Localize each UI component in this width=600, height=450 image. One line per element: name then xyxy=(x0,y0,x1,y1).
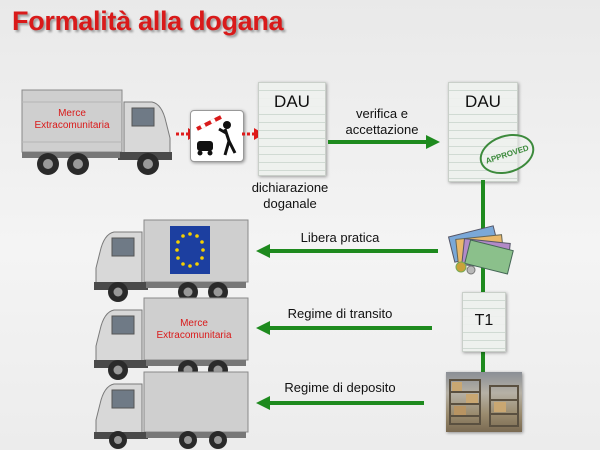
document-dau-title: DAU xyxy=(259,91,325,113)
truck-eu-free-circulation xyxy=(94,219,249,302)
declaration-label-line1: dichiarazione xyxy=(251,180,329,195)
warehouse-image xyxy=(446,372,522,432)
green-arrow-verify xyxy=(328,135,440,149)
truck-incoming xyxy=(21,89,172,175)
cargo-label-line2: Extracomunitaria xyxy=(34,120,110,131)
truck-deposit-cargo-box xyxy=(143,371,249,433)
green-arrow-free-circulation xyxy=(256,244,438,258)
document-t1-transit: T1 xyxy=(462,292,506,352)
eu-flag-icon xyxy=(170,226,210,274)
transit-cargo-label-line1: Merce xyxy=(180,318,208,329)
truck-incoming-cargo-label: Merce Extracomunitaria xyxy=(22,108,122,132)
verify-label-line1: verifica e xyxy=(355,106,409,121)
document-t1-title: T1 xyxy=(463,311,505,331)
transit-regime-label: Regime di transito xyxy=(287,306,393,321)
declaration-label: dichiarazione doganale xyxy=(240,180,340,212)
warehouse-shelves-icon xyxy=(449,379,519,427)
deposit-regime-label: Regime di deposito xyxy=(284,380,396,395)
truck-transit-cargo-label: Merce Extracomunitaria xyxy=(146,318,242,342)
cargo-label-line1: Merce xyxy=(58,108,86,119)
document-dau-approved: DAU APPROVED xyxy=(448,82,540,182)
verify-accept-label: verifica e accettazione xyxy=(330,106,434,138)
green-arrow-transit xyxy=(256,321,432,335)
page-title: Formalità alla dogana xyxy=(12,6,284,36)
approved-stamp-icon: APPROVED xyxy=(474,127,540,181)
document-dau-declaration: DAU xyxy=(258,82,326,176)
customs-barrier-icon xyxy=(196,115,237,156)
truck-transit-cargo-box xyxy=(143,297,249,361)
euro-banknotes-icon xyxy=(447,225,514,275)
verify-label-line2: accettazione xyxy=(345,122,419,137)
declaration-label-line2: doganale xyxy=(263,196,317,211)
truck-deposit xyxy=(94,371,249,449)
customs-barrier-sign xyxy=(190,110,244,162)
document-dau-approved-title: DAU xyxy=(449,91,517,113)
free-circulation-label: Libera pratica xyxy=(300,230,380,245)
transit-cargo-label-line2: Extracomunitaria xyxy=(156,330,232,341)
green-arrow-deposit xyxy=(256,396,424,410)
